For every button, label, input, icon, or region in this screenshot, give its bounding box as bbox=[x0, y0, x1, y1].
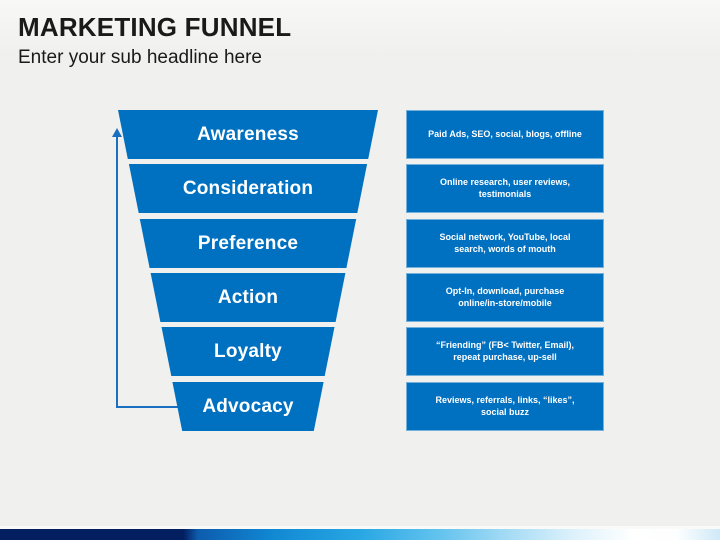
funnel-stage-preference: Preference bbox=[139, 219, 357, 268]
stage-description-column: Paid Ads, SEO, social, blogs, offline On… bbox=[406, 110, 604, 431]
description-box-consideration: Online research, user reviews, testimoni… bbox=[406, 164, 604, 213]
description-box-preference: Social network, YouTube, local search, w… bbox=[406, 219, 604, 268]
description-text: “Friending” (FB< Twitter, Email), repeat… bbox=[435, 340, 575, 362]
bottom-accent-bar bbox=[0, 529, 720, 540]
funnel-stage-action: Action bbox=[150, 273, 346, 322]
description-box-action: Opt-In, download, purchase online/in-sto… bbox=[406, 273, 604, 322]
funnel-stage-label: Advocacy bbox=[202, 395, 294, 417]
funnel-stage-loyalty: Loyalty bbox=[161, 327, 335, 376]
funnel-ascent-arrow-base bbox=[116, 406, 178, 408]
description-text: Opt-In, download, purchase online/in-sto… bbox=[445, 286, 565, 308]
funnel-stage-label: Awareness bbox=[197, 123, 299, 145]
description-text: Social network, YouTube, local search, w… bbox=[439, 232, 571, 254]
page-subtitle: Enter your sub headline here bbox=[18, 47, 262, 68]
up-arrow-icon bbox=[112, 128, 122, 137]
description-text: Online research, user reviews, testimoni… bbox=[439, 177, 571, 199]
funnel-ascent-arrow-line bbox=[116, 136, 118, 408]
funnel-stage-label: Action bbox=[217, 286, 279, 308]
marketing-funnel-diagram: Awareness Consideration Preference Actio… bbox=[118, 110, 378, 431]
page-title: MARKETING FUNNEL bbox=[18, 12, 292, 42]
funnel-stage-awareness: Awareness bbox=[118, 110, 378, 159]
description-box-loyalty: “Friending” (FB< Twitter, Email), repeat… bbox=[406, 327, 604, 376]
funnel-stage-consideration: Consideration bbox=[128, 164, 368, 213]
funnel-stage-label: Consideration bbox=[182, 177, 314, 199]
description-text: Reviews, referrals, links, “likes”, soci… bbox=[435, 395, 575, 417]
description-box-advocacy: Reviews, referrals, links, “likes”, soci… bbox=[406, 382, 604, 431]
funnel-stage-label: Loyalty bbox=[214, 340, 282, 362]
funnel-stage-label: Preference bbox=[197, 232, 299, 254]
description-box-awareness: Paid Ads, SEO, social, blogs, offline bbox=[406, 110, 604, 159]
description-text: Paid Ads, SEO, social, blogs, offline bbox=[428, 128, 582, 139]
funnel-stage-advocacy: Advocacy bbox=[172, 382, 324, 431]
bottom-bar-highlight bbox=[0, 526, 720, 529]
